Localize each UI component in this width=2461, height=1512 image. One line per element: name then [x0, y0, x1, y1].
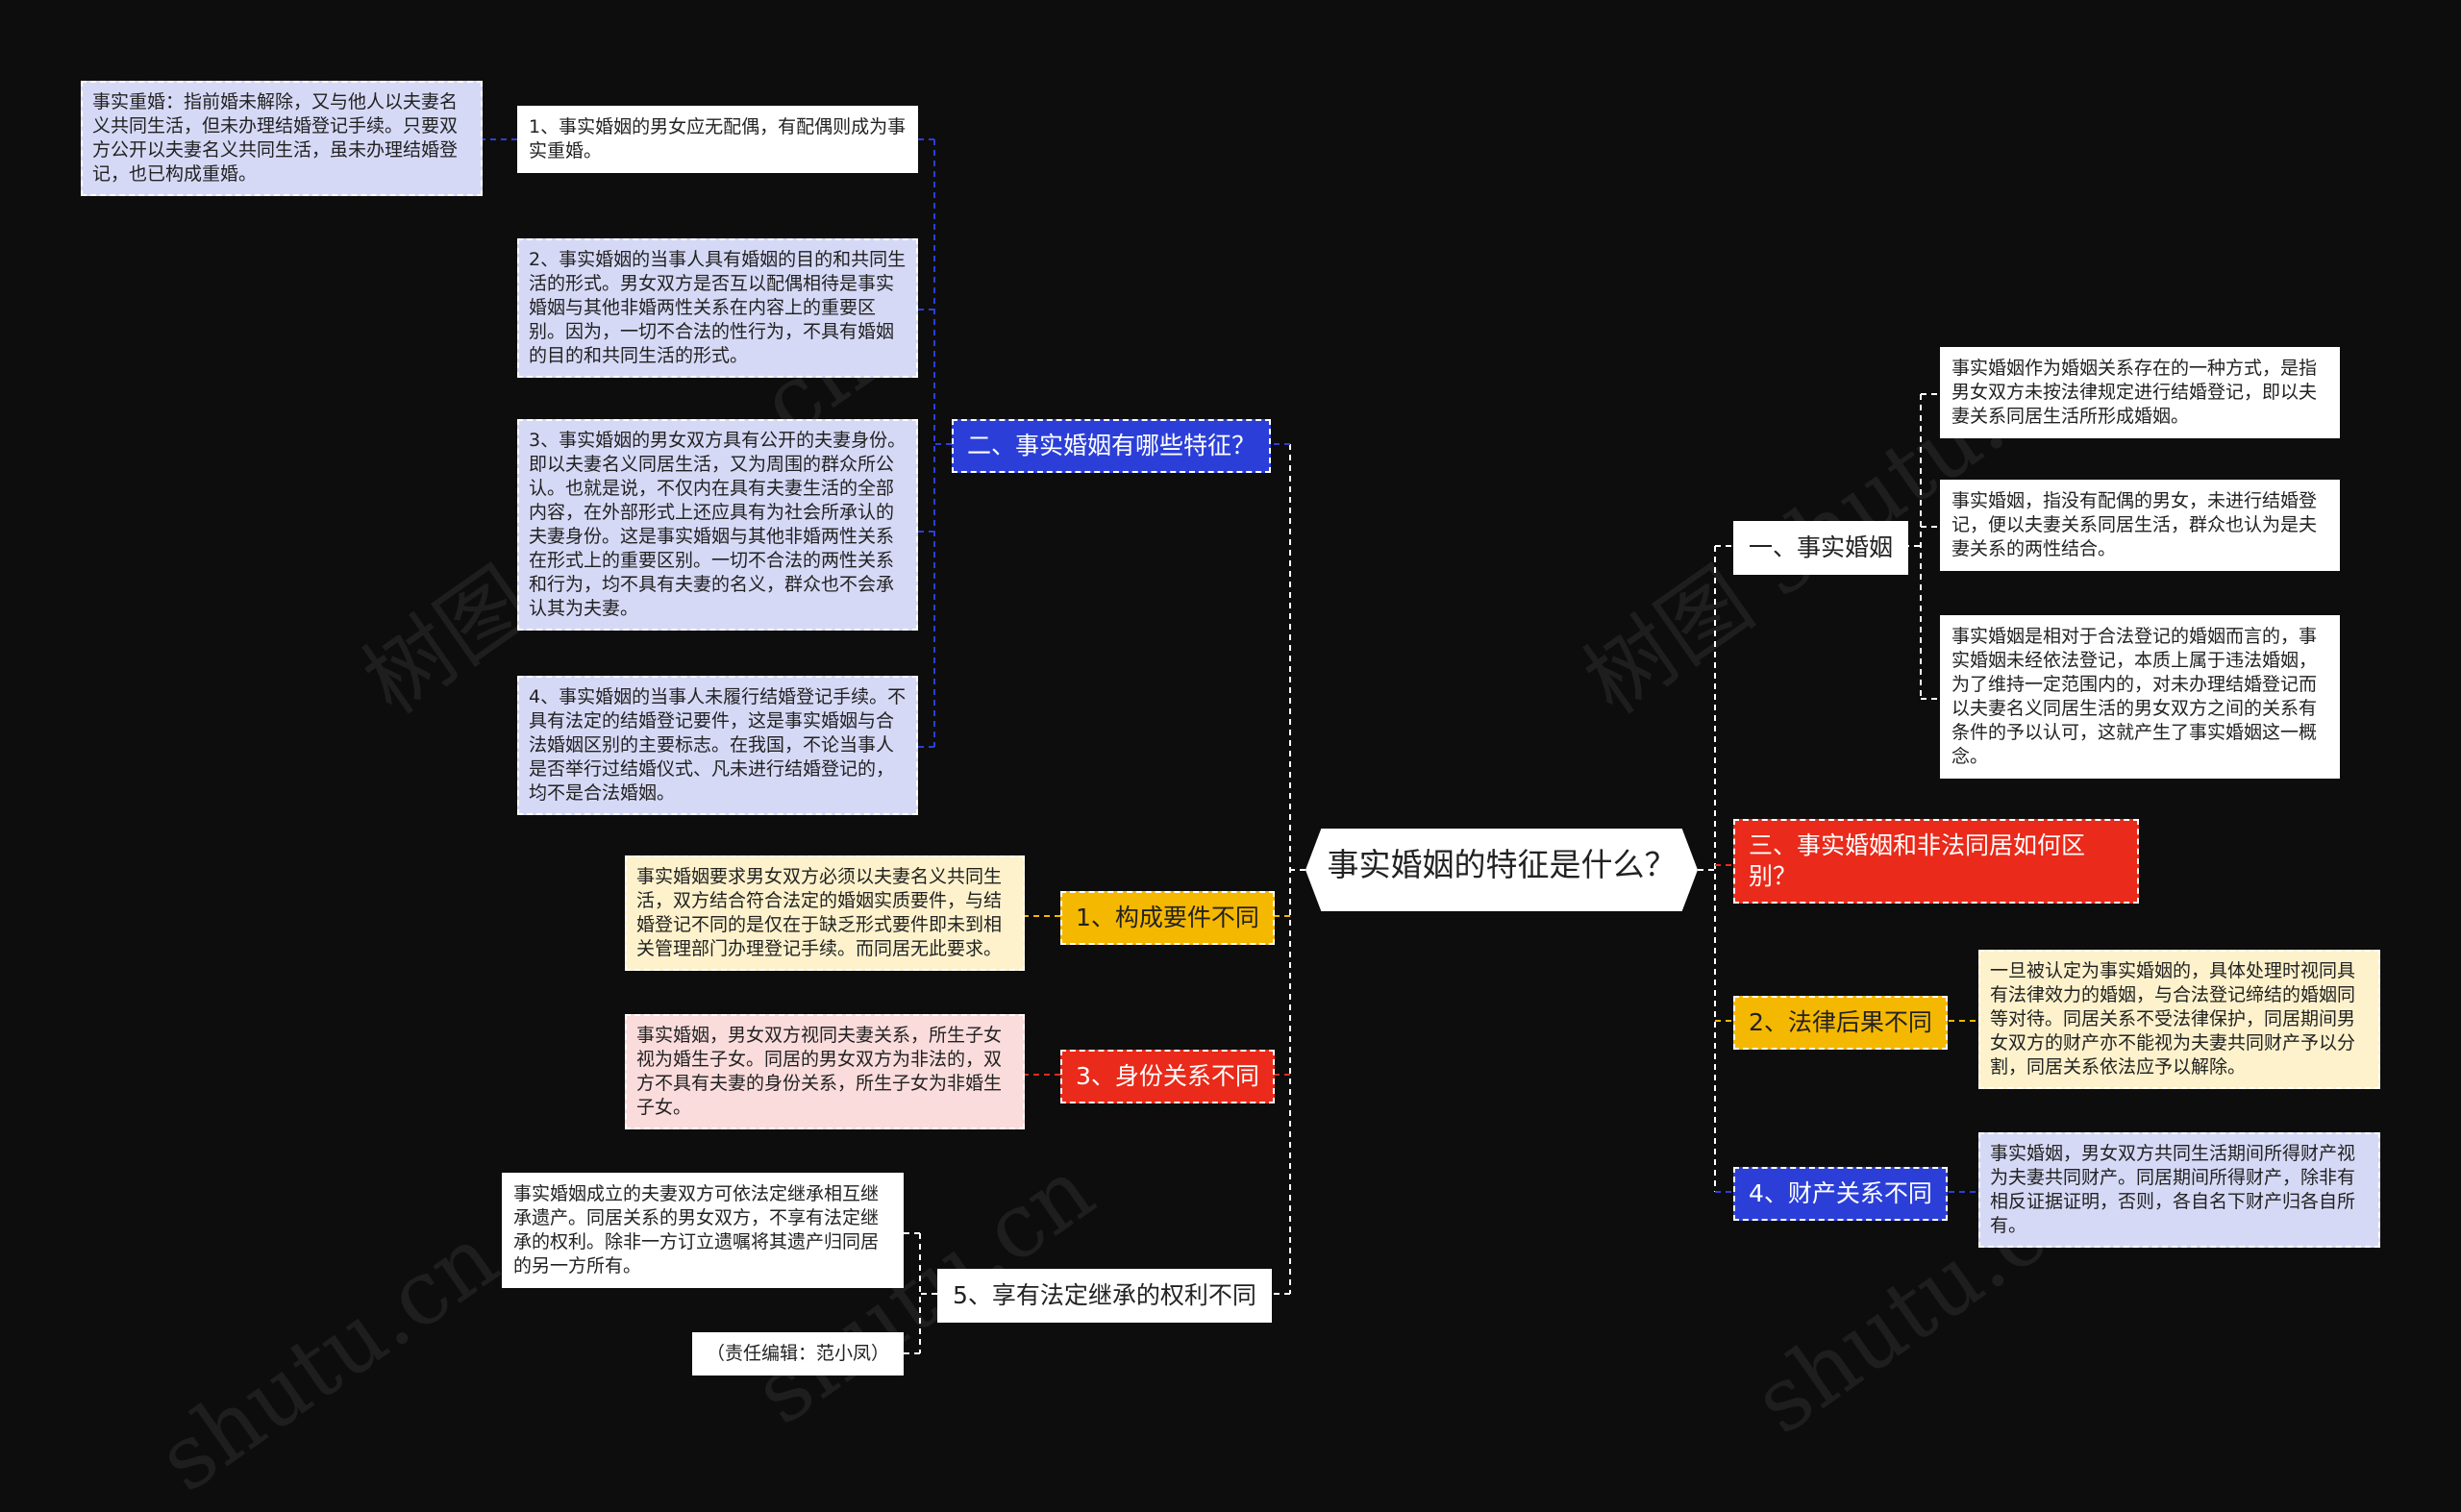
central-topic[interactable]: 事实婚姻的特征是什么？	[1305, 829, 1698, 911]
leaf-feature-1[interactable]: 1、事实婚姻的男女应无配偶，有配偶则成为事实重婚。	[517, 106, 918, 173]
leaf-feature-4[interactable]: 4、事实婚姻的当事人未履行结婚登记手续。不具有法定的结婚登记要件，这是事实婚姻与…	[517, 676, 918, 815]
editor-credit[interactable]: （责任编辑：范小凤）	[692, 1332, 904, 1376]
connector-lines	[483, 138, 1978, 1354]
leaf-definition-1[interactable]: 事实婚姻作为婚姻关系存在的一种方式，是指男女双方未按法律规定进行结婚登记，即以夫…	[1940, 347, 2340, 438]
branch-constitutive-elements[interactable]: 1、构成要件不同	[1060, 891, 1275, 945]
leaf-property-relation[interactable]: 事实婚姻，男女双方共同生活期间所得财产视为夫妻共同财产。同居期间所得财产，除非有…	[1978, 1132, 2380, 1248]
leaf-inheritance-right[interactable]: 事实婚姻成立的夫妻双方可依法定继承相互继承遗产。同居关系的男女双方，不享有法定继…	[502, 1173, 904, 1288]
leaf-legal-consequences[interactable]: 一旦被认定为事实婚姻的，具体处理时视同具有法律效力的婚姻，与合法登记缔结的婚姻同…	[1978, 950, 2380, 1089]
leaf-constitutive-elements[interactable]: 事实婚姻要求男女双方必须以夫妻名义共同生活，双方结合符合法定的婚姻实质要件，与结…	[625, 855, 1025, 971]
branch-identity-relation[interactable]: 3、身份关系不同	[1060, 1050, 1275, 1103]
leaf-feature-3[interactable]: 3、事实婚姻的男女双方具有公开的夫妻身份。即以夫妻名义同居生活，又为周围的群众所…	[517, 419, 918, 631]
leaf-definition-3[interactable]: 事实婚姻是相对于合法登记的婚姻而言的，事实婚姻未经依法登记，本质上属于违法婚姻，…	[1940, 615, 2340, 779]
leaf-identity-relation[interactable]: 事实婚姻，男女双方视同夫妻关系，所生子女视为婚生子女。同居的男女双方为非法的，双…	[625, 1014, 1025, 1129]
branch-features[interactable]: 二、事实婚姻有哪些特征？	[952, 419, 1272, 473]
branch-distinguish-cohabitation[interactable]: 三、事实婚姻和非法同居如何区别？	[1733, 819, 2139, 904]
branch-inheritance-right[interactable]: 5、享有法定继承的权利不同	[937, 1269, 1272, 1323]
branch-de-facto-marriage[interactable]: 一、事实婚姻	[1733, 521, 1909, 575]
branch-property-relation[interactable]: 4、财产关系不同	[1733, 1167, 1948, 1221]
note-de-facto-bigamy[interactable]: 事实重婚：指前婚未解除，又与他人以夫妻名义共同生活，但未办理结婚登记手续。只要双…	[81, 81, 483, 196]
leaf-feature-2[interactable]: 2、事实婚姻的当事人具有婚姻的目的和共同生活的形式。男女双方是否互以配偶相待是事…	[517, 238, 918, 378]
leaf-definition-2[interactable]: 事实婚姻，指没有配偶的男女，未进行结婚登记，便以夫妻关系同居生活，群众也认为是夫…	[1940, 480, 2340, 571]
branch-legal-consequences[interactable]: 2、法律后果不同	[1733, 996, 1948, 1050]
